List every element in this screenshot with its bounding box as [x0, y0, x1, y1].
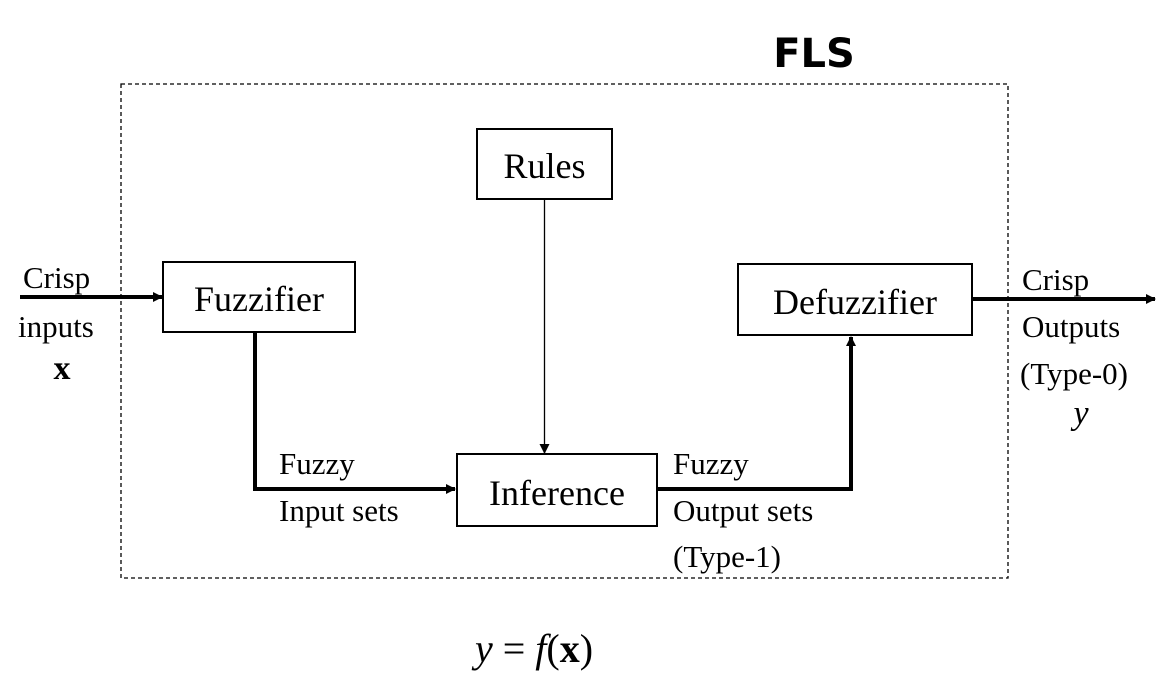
fls-title: FLS [773, 31, 855, 77]
equation-open-paren: ( [546, 626, 559, 671]
equation-close-paren: ) [580, 626, 593, 671]
defuzzifier-label: Defuzzifier [773, 282, 937, 322]
fuzzifier-block: Fuzzifier [162, 261, 356, 333]
output-label-crisp: Crisp [1022, 262, 1089, 297]
inference-label: Inference [489, 473, 625, 513]
input-label-crisp: Crisp [23, 260, 90, 295]
inference-to-defuzzifier-arrow [658, 336, 856, 491]
input-label-inputs: inputs [18, 309, 94, 344]
rules-label: Rules [503, 146, 585, 186]
fuzzy-input-label-fuzzy: Fuzzy [279, 446, 355, 481]
equation-equals: = [493, 626, 536, 671]
rules-block: Rules [476, 128, 613, 200]
output-label-type0: (Type-0) [1020, 356, 1128, 391]
output-symbol-y: y [1070, 395, 1089, 432]
input-symbol-x: x [54, 350, 71, 387]
output-label-outputs: Outputs [1022, 309, 1120, 344]
fuzzy-output-label-sets: Output sets [673, 493, 813, 528]
fuzzifier-to-inference-arrow [253, 333, 456, 494]
equation-lhs: y [471, 626, 493, 671]
inference-block: Inference [456, 453, 658, 527]
fuzzy-output-label-type1: (Type-1) [673, 539, 781, 574]
defuzzifier-block: Defuzzifier [737, 263, 973, 336]
equation: y = f(x) [471, 626, 593, 671]
fuzzy-output-label-fuzzy: Fuzzy [673, 446, 749, 481]
fuzzy-input-label-sets: Input sets [279, 493, 399, 528]
fuzzifier-label: Fuzzifier [194, 279, 324, 319]
fls-boundary [120, 83, 1009, 579]
equation-arg: x [560, 626, 580, 671]
